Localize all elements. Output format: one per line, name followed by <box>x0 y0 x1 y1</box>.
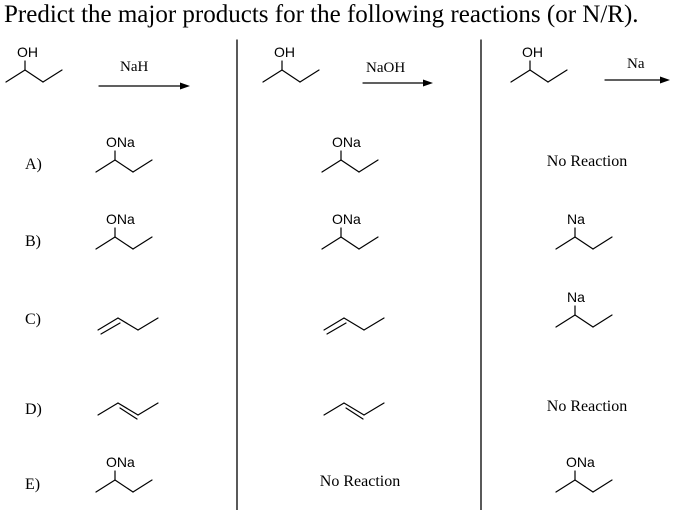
sec-butyl-structure: ONa <box>95 134 153 173</box>
sec-butyl-structure: Na <box>555 211 613 250</box>
bond <box>343 317 365 331</box>
reagent-label: NaH <box>120 59 148 75</box>
bond <box>510 69 531 83</box>
bond <box>592 236 613 250</box>
alkoxide-label: ONa <box>566 454 595 470</box>
bond <box>555 314 576 328</box>
bond <box>24 69 44 83</box>
sec-butyl-structure: OH <box>510 44 568 83</box>
terminal-alkene-structure <box>97 317 159 335</box>
choice-label: C) <box>25 311 41 328</box>
bond <box>97 402 119 416</box>
choice-label: D) <box>25 401 42 418</box>
bond <box>42 69 63 83</box>
bond <box>117 402 139 416</box>
alkoxide-label: ONa <box>332 211 361 227</box>
bond <box>114 479 134 493</box>
no-reaction-text: No Reaction <box>547 398 627 415</box>
alkoxide-label: ONa <box>106 454 135 470</box>
bond <box>95 159 116 173</box>
bond <box>323 317 345 331</box>
bond <box>323 402 345 416</box>
bond <box>119 407 138 420</box>
bond <box>326 322 347 335</box>
choice-label: A) <box>25 156 42 173</box>
reaction-arrow <box>604 76 670 84</box>
sec-butyl-structure: OH <box>5 44 63 83</box>
bond <box>281 69 301 83</box>
bond <box>574 236 594 250</box>
bond <box>321 236 342 250</box>
bond <box>547 69 568 83</box>
reaction-arrow <box>362 79 433 87</box>
bond <box>345 407 364 420</box>
bond <box>321 159 342 173</box>
bond <box>299 69 320 83</box>
question-title: Predict the major products for the follo… <box>4 1 639 28</box>
bond <box>592 314 613 328</box>
bond <box>132 479 153 493</box>
bond <box>343 402 365 416</box>
bond <box>340 159 360 173</box>
bond <box>555 236 576 250</box>
arrowhead <box>423 79 433 87</box>
bond <box>95 236 116 250</box>
bond <box>555 479 576 493</box>
bond <box>358 236 379 250</box>
hydroxyl-label: OH <box>17 44 38 60</box>
bond <box>340 236 360 250</box>
alkoxide-label: ONa <box>332 134 361 150</box>
sec-butyl-structure: ONa <box>321 211 379 250</box>
bond <box>100 322 121 335</box>
sec-butyl-structure: OH <box>262 44 320 83</box>
hydroxyl-label: OH <box>274 44 295 60</box>
bond <box>358 159 379 173</box>
bond <box>132 236 153 250</box>
alkoxide-label: ONa <box>106 211 135 227</box>
terminal-alkene-structure <box>323 317 385 335</box>
sodium-label: Na <box>567 211 585 227</box>
alkoxide-label: ONa <box>106 134 135 150</box>
bond <box>262 69 283 83</box>
sec-butyl-structure: Na <box>555 289 613 328</box>
bond <box>114 236 134 250</box>
reagent-label: Na <box>627 56 645 72</box>
sec-butyl-structure: ONa <box>555 454 613 493</box>
internal-alkene-structure <box>323 402 385 420</box>
sec-butyl-structure: ONa <box>95 211 153 250</box>
bond <box>114 159 134 173</box>
bond <box>574 314 594 328</box>
arrowhead <box>180 82 190 90</box>
no-reaction-text: No Reaction <box>547 153 627 170</box>
bond <box>529 69 549 83</box>
bond <box>574 479 594 493</box>
reagent-label: NaOH <box>366 60 405 76</box>
sec-butyl-structure: ONa <box>95 454 153 493</box>
bond <box>95 479 116 493</box>
choice-label: E) <box>25 476 40 493</box>
bond <box>97 317 119 331</box>
bond <box>117 317 139 331</box>
bond <box>5 69 26 83</box>
hydroxyl-label: OH <box>522 44 543 60</box>
sec-butyl-structure: ONa <box>321 134 379 173</box>
bond <box>363 317 385 331</box>
sodium-label: Na <box>567 289 585 305</box>
bond <box>363 402 385 416</box>
bond <box>137 317 159 331</box>
bond <box>592 479 613 493</box>
no-reaction-text: No Reaction <box>320 473 400 490</box>
choice-label: B) <box>25 233 41 250</box>
bond <box>137 402 159 416</box>
bond <box>132 159 153 173</box>
internal-alkene-structure <box>97 402 159 420</box>
reaction-arrow <box>98 82 190 90</box>
arrowhead <box>660 76 670 84</box>
